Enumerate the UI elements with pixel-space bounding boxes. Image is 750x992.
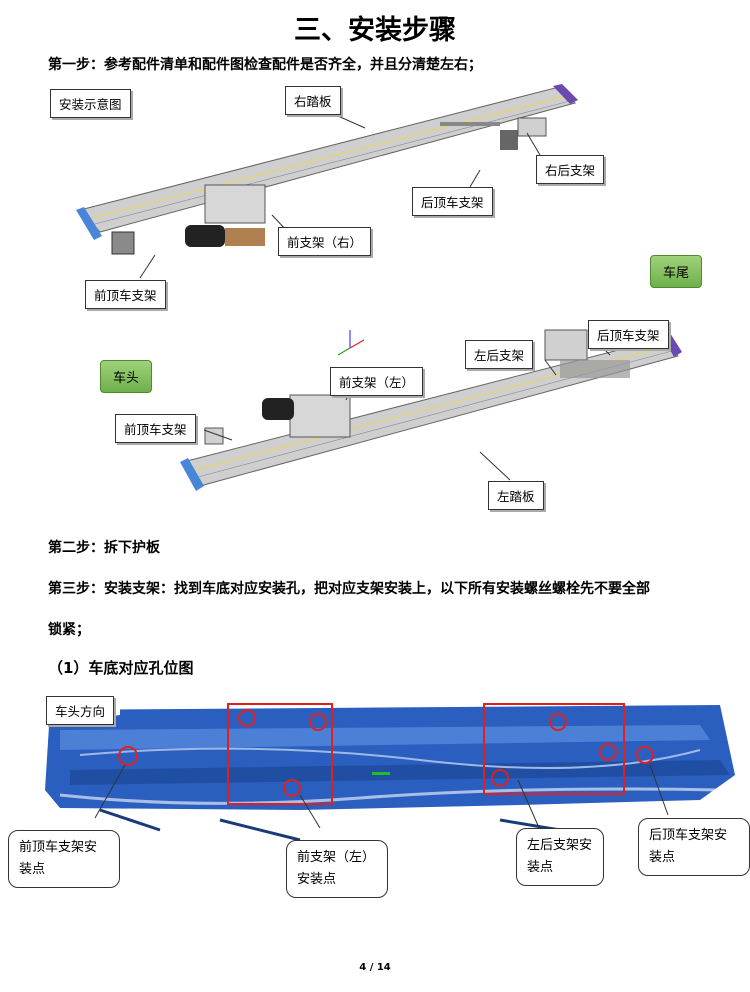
step-3-text-line2: 锁紧； (48, 622, 90, 638)
label-right-board: 右踏板 (285, 86, 341, 115)
label-front-roof-bracket-bottom: 前顶车支架 (115, 414, 196, 443)
page-number: 4 / 14 (359, 962, 391, 973)
step-2-text: 第二步：拆下护板 (48, 540, 160, 556)
right-running-board-figure (76, 84, 682, 491)
label-left-rear-bracket: 左后支架 (465, 340, 534, 369)
label-install-diagram: 安装示意图 (50, 89, 131, 118)
page-title: 三、安装步骤 (294, 15, 456, 46)
callout-front-roof-point: 前顶车支架安装点 (8, 830, 120, 888)
label-rear-roof-bracket-bottom: 后顶车支架 (588, 320, 669, 349)
label-car-head: 车头 (100, 360, 153, 393)
label-front-bracket-left: 前支架（左） (330, 367, 424, 396)
callout-left-rear-point: 左后支架安装点 (516, 828, 604, 886)
direction-arrow-label: 车头方向 (46, 696, 115, 725)
section-underbody-holes: （1）车底对应孔位图 (48, 659, 194, 677)
label-car-tail: 车尾 (650, 255, 703, 288)
step-1-text: 第一步：参考配件清单和配件图检查配件是否齐全，并且分清楚左右； (48, 57, 482, 73)
label-front-roof-bracket-top: 前顶车支架 (85, 280, 166, 309)
label-rear-roof-bracket-top: 后顶车支架 (412, 187, 493, 216)
label-left-board: 左踏板 (488, 481, 544, 510)
callout-rear-roof-point: 后顶车支架安装点 (638, 818, 750, 876)
step-3-text-line1: 第三步：安装支架：找到车底对应安装孔，把对应支架安装上，以下所有安装螺丝螺栓先不… (48, 581, 650, 597)
label-right-rear-bracket: 右后支架 (536, 155, 605, 184)
label-front-bracket-right: 前支架（右） (278, 227, 372, 256)
callout-front-left-point: 前支架（左）安装点 (286, 840, 388, 898)
